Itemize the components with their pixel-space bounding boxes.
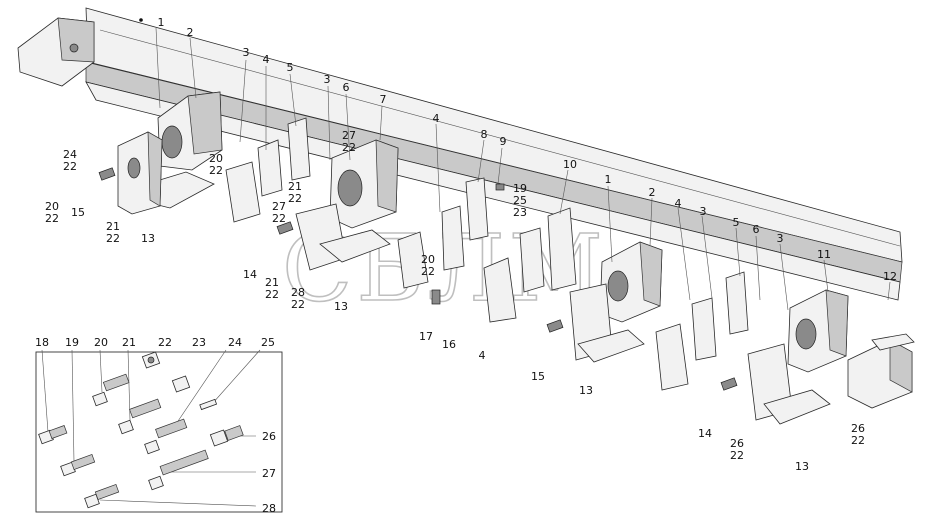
nut-26 bbox=[209, 425, 256, 447]
callout-26: 26 bbox=[851, 422, 865, 435]
callout-14: 14 bbox=[243, 268, 257, 281]
callout-7: 7 bbox=[380, 93, 387, 106]
bracket-group-2 bbox=[225, 117, 311, 223]
callout-22: 22 bbox=[288, 192, 302, 205]
callout-9: 9 bbox=[500, 135, 507, 148]
bolt-20 bbox=[92, 349, 130, 407]
callout-22: 22 bbox=[265, 288, 279, 301]
legend-label-21: 21 bbox=[122, 336, 136, 349]
callout-13: 13 bbox=[795, 460, 809, 473]
marker-dot bbox=[139, 18, 143, 22]
legend-label-28: 28 bbox=[262, 502, 276, 515]
callout-3: 3 bbox=[243, 46, 250, 59]
screw-25 bbox=[199, 349, 261, 411]
callout-14: 14 bbox=[698, 427, 712, 440]
legend-label-25: 25 bbox=[261, 336, 275, 349]
callout-2: 2 bbox=[187, 26, 194, 39]
legend-labels: 18 19 20 21 22 23 24 25 26 27 28 bbox=[35, 336, 276, 515]
nut-23 bbox=[171, 375, 191, 393]
callout-22: 22 bbox=[851, 434, 865, 447]
callout-13: 13 bbox=[334, 300, 348, 313]
callout-20: 20 bbox=[45, 200, 59, 213]
legend-label-22: 22 bbox=[158, 336, 172, 349]
leader-lines bbox=[155, 27, 891, 311]
spring-bracket-left bbox=[117, 131, 163, 215]
callout-3: 3 bbox=[700, 205, 707, 218]
callout-20: 20 bbox=[209, 152, 223, 165]
callout-12: 12 bbox=[883, 270, 897, 283]
legend-label-18: 18 bbox=[35, 336, 49, 349]
bolt-24 bbox=[144, 349, 227, 455]
callout-22: 22 bbox=[272, 212, 286, 225]
callout-13: 13 bbox=[579, 384, 593, 397]
legend-label-27: 27 bbox=[262, 467, 276, 480]
callout-3: 3 bbox=[777, 232, 784, 245]
callout-6: 6 bbox=[343, 81, 350, 94]
legend-label-26: 26 bbox=[262, 430, 276, 443]
spring-bracket-rear-2 bbox=[747, 289, 849, 425]
callout-28: 28 bbox=[291, 286, 305, 299]
callout-3: 3 bbox=[324, 73, 331, 86]
callout-25: 25 bbox=[513, 194, 527, 207]
callout-15: 15 bbox=[71, 206, 85, 219]
legend-label-23: 23 bbox=[192, 336, 206, 349]
callout-22: 22 bbox=[342, 141, 356, 154]
callout-2: 2 bbox=[649, 186, 656, 199]
legend-label-24: 24 bbox=[228, 336, 242, 349]
callout-1: 1 bbox=[605, 173, 612, 186]
callout-17: 17 bbox=[419, 330, 433, 343]
callout-20: 20 bbox=[421, 253, 435, 266]
callout-6: 6 bbox=[753, 223, 760, 236]
callout-13: 13 bbox=[141, 232, 155, 245]
callout-21: 21 bbox=[288, 180, 302, 193]
rear-cross-member bbox=[847, 333, 915, 409]
callout-5: 5 bbox=[733, 216, 740, 229]
callout-26: 26 bbox=[730, 437, 744, 450]
callout-22: 22 bbox=[106, 232, 120, 245]
legend-label-20: 20 bbox=[94, 336, 108, 349]
callout-5: 5 bbox=[287, 61, 294, 74]
callout-4: 4 bbox=[479, 349, 486, 362]
bracket-group-rear bbox=[655, 271, 749, 391]
callout-27: 27 bbox=[272, 200, 286, 213]
nut-22 bbox=[141, 351, 161, 369]
legend-label-19: 19 bbox=[65, 336, 79, 349]
bolt-28 bbox=[84, 484, 257, 509]
callout-22: 22 bbox=[63, 160, 77, 173]
callout-21: 21 bbox=[265, 276, 279, 289]
callout-22: 22 bbox=[730, 449, 744, 462]
callout-22: 22 bbox=[209, 164, 223, 177]
fastener-legend-box bbox=[35, 349, 283, 513]
spring-bracket-rear-1 bbox=[569, 241, 663, 363]
callout-8: 8 bbox=[481, 128, 488, 141]
bolt-19 bbox=[60, 349, 96, 477]
spring-bracket-middle bbox=[295, 139, 399, 271]
loose-fasteners bbox=[98, 167, 738, 391]
bolt-21 bbox=[118, 349, 162, 435]
callout-11: 11 bbox=[817, 248, 831, 261]
callout-4: 4 bbox=[675, 197, 682, 210]
callout-21: 21 bbox=[106, 220, 120, 233]
callout-27: 27 bbox=[342, 129, 356, 142]
callout-10: 10 bbox=[563, 158, 577, 171]
callout-19: 19 bbox=[513, 182, 527, 195]
callout-1: 1 bbox=[158, 16, 165, 29]
callout-22: 22 bbox=[421, 265, 435, 278]
callout-15: 15 bbox=[531, 370, 545, 383]
callout-22: 22 bbox=[45, 212, 59, 225]
bolt-27 bbox=[148, 449, 256, 491]
callout-23: 23 bbox=[513, 206, 527, 219]
callout-22: 22 bbox=[291, 298, 305, 311]
callout-24: 24 bbox=[63, 148, 77, 161]
bolt-18 bbox=[38, 349, 68, 445]
callout-4: 4 bbox=[433, 112, 440, 125]
callout-4: 4 bbox=[263, 53, 270, 66]
callout-16: 16 bbox=[442, 338, 456, 351]
front-end-bracket bbox=[17, 17, 95, 87]
bracket-group-center bbox=[397, 177, 577, 323]
